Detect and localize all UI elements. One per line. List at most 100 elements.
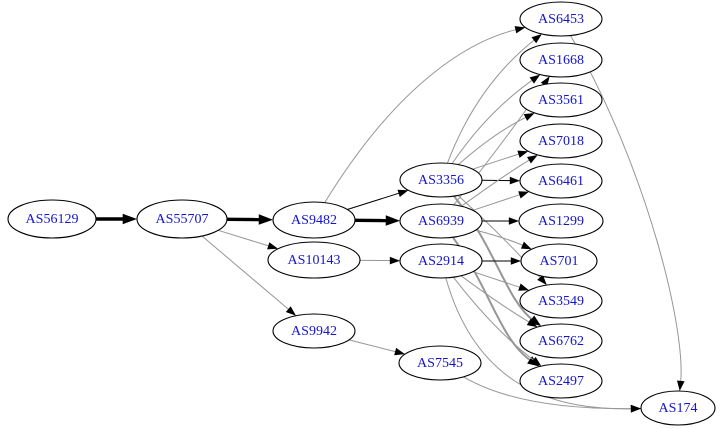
arrowhead-AS3356-AS6461 <box>509 176 520 185</box>
node-AS6461[interactable]: AS6461 <box>519 163 603 199</box>
node-label-AS701: AS701 <box>540 254 579 269</box>
arrowhead-AS3356-AS7018 <box>517 150 529 158</box>
arrowhead-AS6453-AS174 <box>677 380 685 391</box>
node-ellipse-AS9942 <box>272 313 356 349</box>
edge-AS6453-AS174 <box>570 35 682 383</box>
arrowhead-AS9482-AS3356 <box>397 189 409 197</box>
node-AS1668[interactable]: AS1668 <box>519 42 603 78</box>
edge-AS3356-AS6453 <box>446 38 536 164</box>
node-ellipse-AS56129 <box>7 199 97 239</box>
node-ellipse-AS6939 <box>399 203 483 239</box>
node-ellipse-AS7018 <box>519 123 603 159</box>
node-AS9482[interactable]: AS9482 <box>272 201 356 239</box>
node-AS7018[interactable]: AS7018 <box>519 123 603 159</box>
node-ellipse-AS3561 <box>519 82 603 118</box>
arrowhead-AS2914-AS3549 <box>518 283 529 291</box>
node-AS56129[interactable]: AS56129 <box>7 199 97 239</box>
node-label-AS6762: AS6762 <box>538 334 584 349</box>
node-AS9942[interactable]: AS9942 <box>272 313 356 349</box>
node-AS6453[interactable]: AS6453 <box>519 1 603 37</box>
node-ellipse-AS3549 <box>519 283 603 319</box>
node-label-AS2497: AS2497 <box>538 374 584 389</box>
node-AS6762[interactable]: AS6762 <box>519 323 603 359</box>
arrowhead-AS2914-AS701 <box>510 257 521 265</box>
node-label-AS1668: AS1668 <box>538 53 584 68</box>
node-AS701[interactable]: AS701 <box>520 243 598 279</box>
arrowhead-AS6939-AS7018 <box>527 155 538 164</box>
node-AS2914[interactable]: AS2914 <box>399 243 483 279</box>
node-AS55707[interactable]: AS55707 <box>136 199 228 239</box>
arrowhead-AS9482-AS6939 <box>385 215 400 226</box>
arrowhead-AS7545-AS174 <box>630 404 641 413</box>
edge-AS2914-AS6762 <box>460 275 531 324</box>
arrowhead-AS2914-AS6762 <box>526 318 538 328</box>
node-ellipse-AS1668 <box>519 42 603 78</box>
arrowhead-AS9942-AS7545 <box>394 347 405 356</box>
node-ellipse-AS174 <box>640 390 716 426</box>
node-AS174[interactable]: AS174 <box>640 390 716 426</box>
node-label-AS174: AS174 <box>659 401 698 416</box>
node-label-AS6453: AS6453 <box>538 12 584 27</box>
node-ellipse-AS6762 <box>519 323 603 359</box>
node-AS7545[interactable]: AS7545 <box>398 345 482 381</box>
arrowhead-AS3356-AS1668 <box>529 74 541 84</box>
node-label-AS3549: AS3549 <box>538 294 584 309</box>
node-label-AS10143: AS10143 <box>288 253 341 268</box>
node-AS2497[interactable]: AS2497 <box>519 363 603 399</box>
node-AS3356[interactable]: AS3356 <box>399 162 483 198</box>
node-ellipse-AS1299 <box>518 203 604 239</box>
node-label-AS2914: AS2914 <box>418 254 464 269</box>
node-ellipse-AS3356 <box>399 162 483 198</box>
arrowhead-AS6939-AS6461 <box>518 191 529 199</box>
node-AS6939[interactable]: AS6939 <box>399 203 483 239</box>
node-AS1299[interactable]: AS1299 <box>518 203 604 239</box>
node-label-AS9942: AS9942 <box>291 324 337 339</box>
edge-AS3356-AS1668 <box>451 78 534 164</box>
arrowhead-AS55707-AS10143 <box>267 242 278 250</box>
node-ellipse-AS55707 <box>136 199 228 239</box>
node-label-AS3561: AS3561 <box>538 93 584 108</box>
edge-AS3356-AS3561 <box>458 116 528 165</box>
edge-AS2914-AS2497 <box>453 276 536 362</box>
arrowhead-AS55707-AS9482 <box>258 214 273 225</box>
arrowhead-AS6939-AS701 <box>520 241 532 250</box>
arrowhead-AS3356-AS6453 <box>531 34 542 44</box>
arrowhead-AS6939-AS1299 <box>508 217 519 225</box>
edge-AS55707-AS10143 <box>218 229 271 247</box>
node-AS10143[interactable]: AS10143 <box>267 241 361 279</box>
node-label-AS1299: AS1299 <box>538 214 584 229</box>
edge-AS9942-AS7545 <box>348 339 398 353</box>
arrowhead-AS3356-AS3561 <box>523 113 535 121</box>
edge-AS6939-AS6461 <box>472 193 522 211</box>
edge-layer <box>96 26 685 413</box>
edge-AS7545-AS174 <box>463 376 633 410</box>
arrowhead-AS2914-AS2497 <box>531 356 542 367</box>
arrowhead-AS56129-AS55707 <box>122 213 137 225</box>
node-label-AS6461: AS6461 <box>538 174 584 189</box>
node-ellipse-AS7545 <box>398 345 482 381</box>
node-label-AS56129: AS56129 <box>26 212 79 227</box>
node-ellipse-AS9482 <box>272 201 356 239</box>
node-AS3549[interactable]: AS3549 <box>519 283 603 319</box>
node-label-AS3356: AS3356 <box>418 173 464 188</box>
node-ellipse-AS10143 <box>267 241 361 279</box>
node-label-AS9482: AS9482 <box>291 213 337 228</box>
node-ellipse-AS2497 <box>519 363 603 399</box>
arrowhead-AS9482-AS6453 <box>514 26 526 34</box>
node-label-AS7545: AS7545 <box>417 356 463 371</box>
node-label-AS6939: AS6939 <box>418 214 464 229</box>
node-ellipse-AS6453 <box>519 1 603 37</box>
node-ellipse-AS701 <box>520 243 598 279</box>
arrowhead-AS3356-AS3549 <box>537 274 547 285</box>
arrowhead-AS10143-AS2914 <box>389 256 400 265</box>
edge-AS55707-AS9942 <box>201 235 291 311</box>
node-label-AS7018: AS7018 <box>538 134 584 149</box>
node-ellipse-AS6461 <box>519 163 603 199</box>
arrowhead-AS55707-AS9942 <box>285 306 296 316</box>
node-AS3561[interactable]: AS3561 <box>519 82 603 118</box>
edge-AS9482-AS6453 <box>324 28 518 203</box>
node-ellipse-AS2914 <box>399 243 483 279</box>
